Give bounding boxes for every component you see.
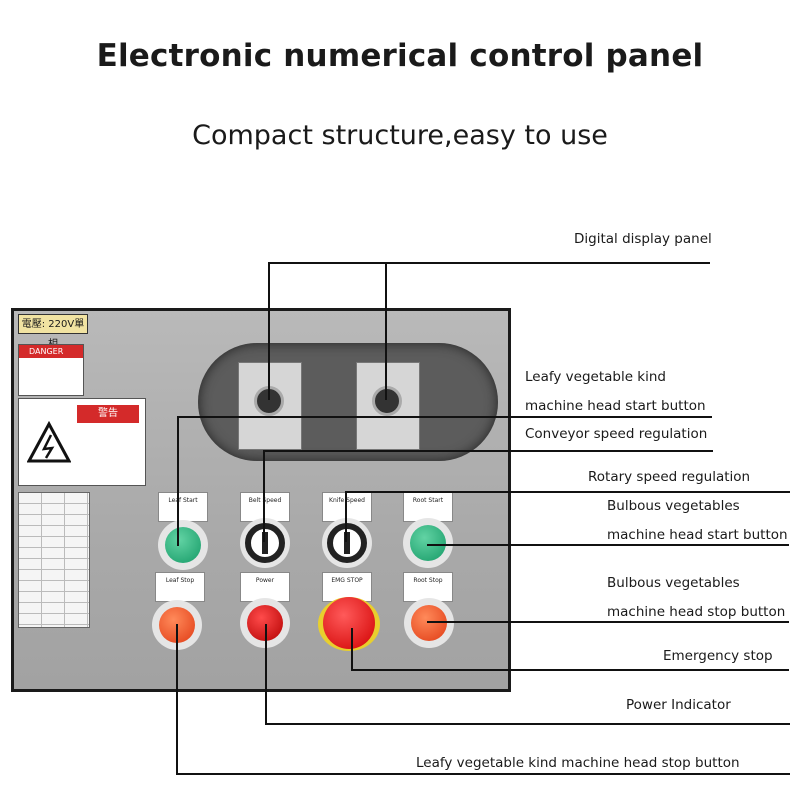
danger-sticker: DANGER [18,344,84,396]
callout-bulbous-stop-line1: Bulbous vegetables [607,575,740,591]
callout-leafy-start-line1: Leafy vegetable kind [525,369,667,385]
callout-rotary: Rotary speed regulation [588,469,751,485]
callout-leafy-stop: Leafy vegetable kind machine head stop b… [416,755,740,771]
callout-bulbous-start-line1: Bulbous vegetables [607,498,740,514]
warning-label: 警告 [77,405,139,423]
belt-speed-knob[interactable] [245,523,285,563]
leader-power-v [265,624,267,725]
leader-display-horizontal [268,262,710,264]
label-leaf-stop: Leaf Stop [155,572,205,602]
leader-power-h [265,723,790,725]
leader-leafy-start-h [177,416,712,418]
callout-power: Power Indicator [626,697,731,713]
high-voltage-icon [27,421,71,463]
callout-conveyor: Conveyor speed regulation [525,426,708,442]
page-subtitle: Compact structure,easy to use [192,120,608,151]
callout-leafy-start-line2: machine head start button [525,398,706,414]
spec-table-sticker [18,492,90,628]
danger-label: DANGER [19,345,83,358]
leader-display-left [268,262,270,400]
display-knob-left[interactable] [254,386,284,416]
leader-conveyor-v [263,450,265,542]
callout-digital-display: Digital display panel [574,231,712,247]
warning-sticker: 警告 [18,398,146,486]
leader-leafy-start-v [177,416,179,546]
label-leaf-start: Leaf Start [158,492,208,522]
leader-display-right [385,262,387,400]
root-start-button[interactable] [410,525,446,561]
emergency-stop-button[interactable] [323,597,375,649]
root-stop-button[interactable] [411,605,447,641]
callout-bulbous-stop-line2: machine head stop button [607,604,786,620]
leader-rotary-h [345,491,790,493]
leader-conveyor-h [263,450,713,452]
leader-bulbous-stop [427,621,789,623]
label-power: Power [240,572,290,602]
callout-emergency: Emergency stop [663,648,773,664]
leader-leafy-stop-v [176,624,178,775]
knife-speed-knob[interactable] [327,523,367,563]
leaf-start-button[interactable] [165,527,201,563]
leader-leafy-stop-h [176,773,790,775]
voltage-sticker: 電壓: 220V單相 [18,314,88,350]
callout-bulbous-start-line2: machine head start button [607,527,788,543]
leader-bulbous-start [427,544,789,546]
leader-rotary-v [345,491,347,542]
page-title: Electronic numerical control panel [96,38,704,74]
leader-emergency-v [351,628,353,671]
leader-emergency-h [351,669,789,671]
display-knob-right[interactable] [372,386,402,416]
